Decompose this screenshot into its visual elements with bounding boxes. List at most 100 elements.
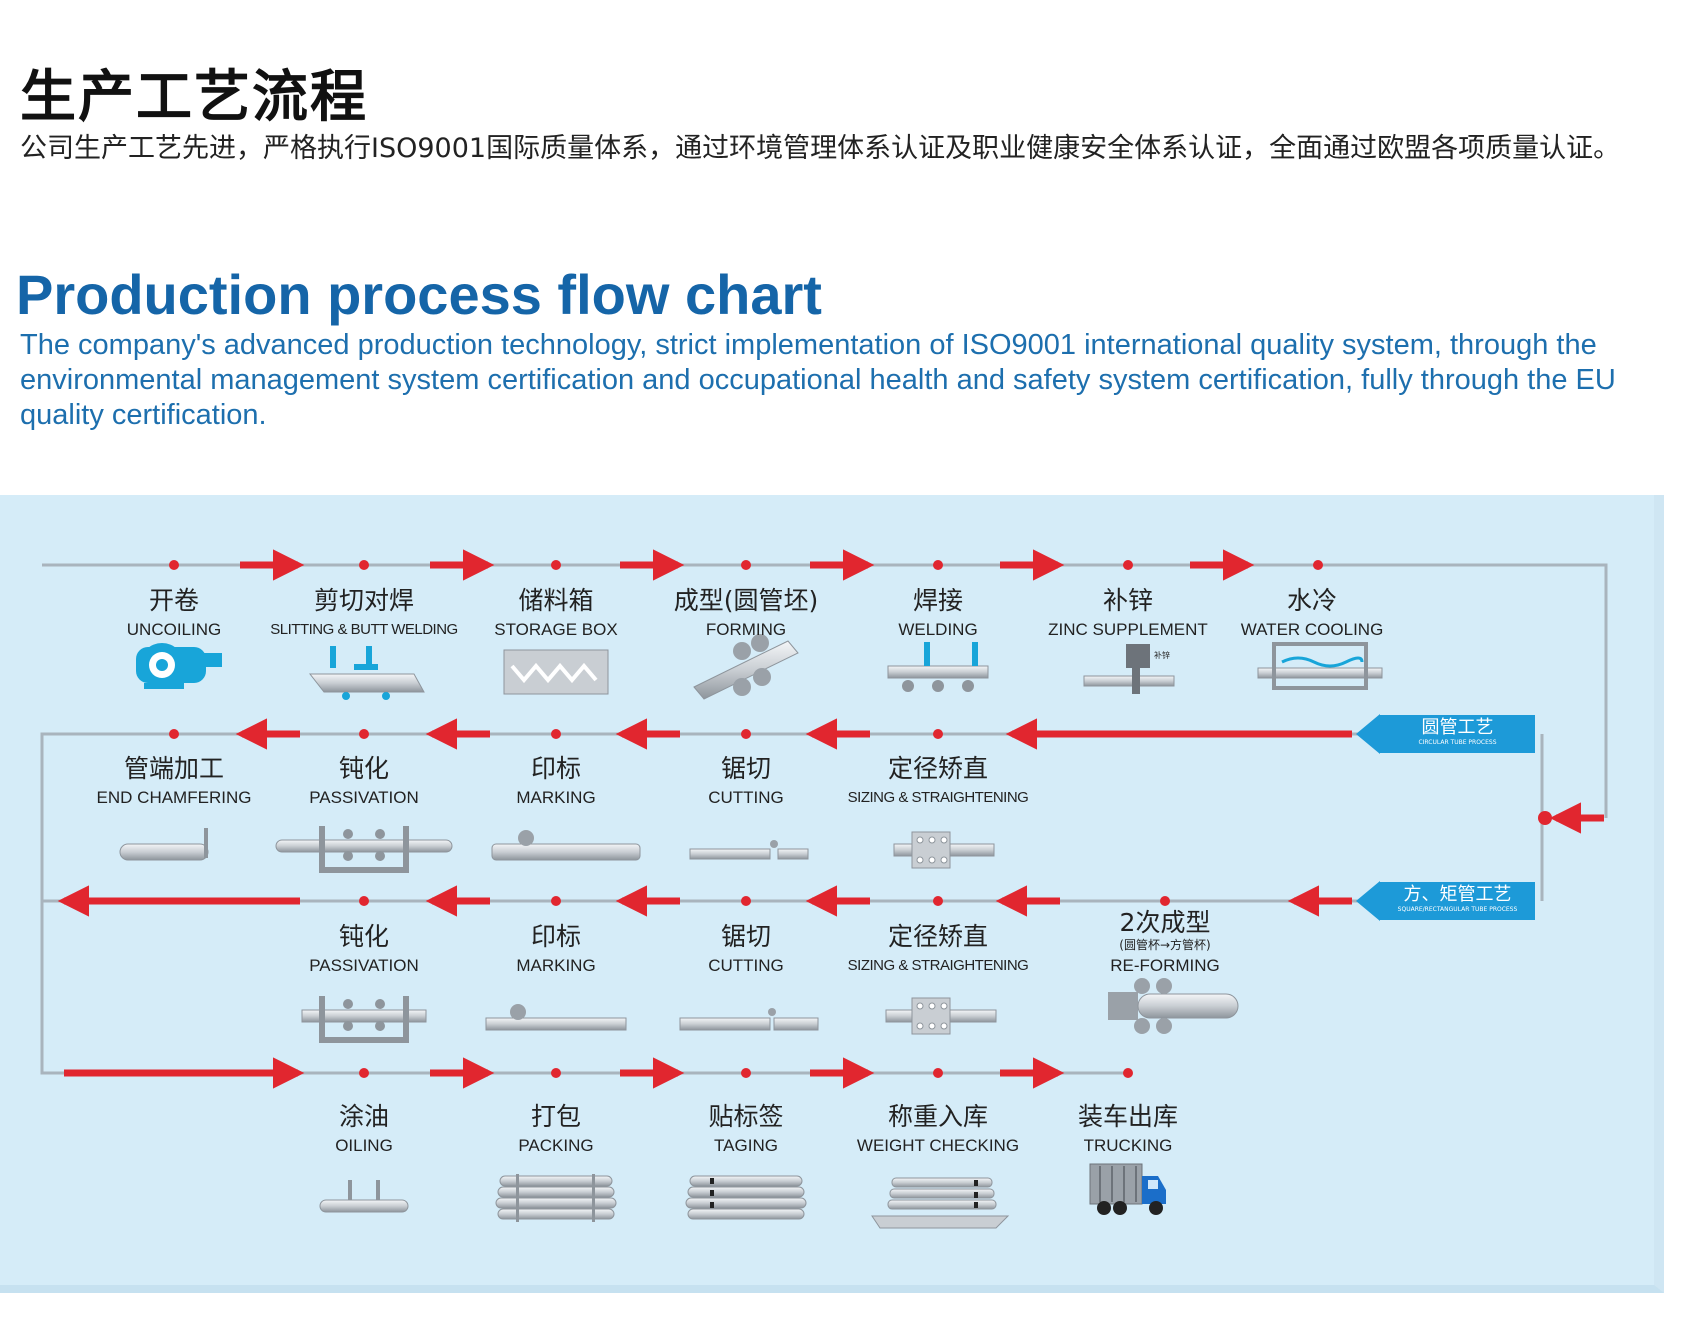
welding-icon bbox=[887, 642, 989, 692]
step-passivation: 钝化 PASSIVATION bbox=[264, 754, 464, 809]
step-label-en: CUTTING bbox=[708, 956, 784, 975]
square-tag-tip bbox=[1356, 881, 1380, 921]
cutting-icon bbox=[679, 1008, 819, 1031]
step-end-chamfering: 管端加工 END CHAMFERING bbox=[74, 754, 274, 809]
zinc-supplement-icon: 补锌 bbox=[1083, 644, 1175, 694]
water-cooling-icon bbox=[1257, 642, 1383, 690]
step-zinc-supplement: 补锌 ZINC SUPPLEMENT bbox=[1028, 586, 1228, 641]
step-label-en: ZINC SUPPLEMENT bbox=[1048, 620, 1208, 639]
step-label-en: SIZING & STRAIGHTENING bbox=[847, 957, 1029, 974]
step-cutting: 锯切 CUTTING bbox=[646, 922, 846, 977]
circular-tag-cn: 圆管工艺 bbox=[1421, 717, 1494, 738]
step-label-cn: 涂油 bbox=[338, 1102, 389, 1131]
step-label-cn: 焊接 bbox=[912, 586, 963, 615]
circular-tube-process-tag: 圆管工艺 CIRCULAR TUBE PROCESS bbox=[1380, 715, 1535, 753]
step-label-en: OILING bbox=[335, 1136, 393, 1155]
passivation-tank-icon bbox=[275, 826, 453, 873]
step-label-en: WATER COOLING bbox=[1240, 620, 1384, 639]
step-label-cn: 补锌 bbox=[1102, 586, 1153, 615]
step-label-cn: 称重入库 bbox=[887, 1102, 988, 1131]
sizing-straightening-icon bbox=[885, 997, 997, 1035]
step-trucking: 装车出库 TRUCKING bbox=[1028, 1102, 1228, 1157]
step-label-en: FORMING bbox=[705, 620, 787, 639]
marking-icon bbox=[485, 1004, 627, 1031]
step-label-cn: 定径矫直 bbox=[887, 754, 988, 783]
truck-icon bbox=[1089, 1163, 1166, 1215]
packing-bundle-icon bbox=[495, 1174, 617, 1222]
circular-tag-en: CIRCULAR TUBE PROCESS bbox=[1418, 739, 1497, 746]
step-marking: 印标 MARKING bbox=[456, 754, 656, 809]
re-forming-icon bbox=[1108, 978, 1239, 1034]
step-label-en: MARKING bbox=[516, 788, 596, 807]
step-label-cn: 贴标签 bbox=[708, 1102, 784, 1131]
step-label-en: CUTTING bbox=[708, 788, 784, 807]
cutting-icon bbox=[689, 840, 809, 860]
step-water-cooling: 水冷 WATER COOLING bbox=[1212, 586, 1412, 641]
step-label-en: WELDING bbox=[898, 620, 978, 639]
end-chamfering-icon bbox=[119, 828, 209, 861]
step-weight-checking: 称重入库 WEIGHT CHECKING bbox=[838, 1102, 1038, 1157]
step-label-cn: 水冷 bbox=[1286, 586, 1337, 615]
step-label-cn: 开卷 bbox=[148, 586, 199, 615]
step-label-en: PACKING bbox=[518, 1136, 594, 1155]
step-label-cn: 剪切对焊 bbox=[313, 586, 414, 615]
step-label-cn: 钝化 bbox=[338, 754, 389, 783]
step-label-cn: 成型(圆管坯) bbox=[673, 586, 819, 615]
step-label-en: SLITTING & BUTT WELDING bbox=[270, 621, 458, 638]
step-packing: 打包 PACKING bbox=[456, 1102, 656, 1157]
marking-icon bbox=[491, 830, 641, 861]
sizing-straightening-icon bbox=[893, 831, 995, 869]
step-slitting-butt-welding: 剪切对焊 SLITTING & BUTT WELDING bbox=[269, 586, 459, 641]
step-sizing-straightening: 定径矫直 SIZING & STRAIGHTENING bbox=[838, 754, 1038, 809]
step-taging: 贴标签 TAGING bbox=[646, 1102, 846, 1157]
page-title-cn: 生产工艺流程 bbox=[20, 65, 368, 130]
square-tag-en: SQUARE/RECTANGULAR TUBE PROCESS bbox=[1397, 906, 1518, 913]
step-cutting: 锯切 CUTTING bbox=[646, 754, 846, 809]
step-label-cn: 2次成型 bbox=[1119, 908, 1211, 937]
step-forming: 成型(圆管坯) FORMING bbox=[646, 586, 846, 641]
step-welding: 焊接 WELDING bbox=[838, 586, 1038, 641]
step-label-cn: 印标 bbox=[530, 922, 581, 951]
step-uncoiling: 开卷 UNCOILING bbox=[74, 586, 274, 641]
step-label-cn: 锯切 bbox=[720, 754, 771, 783]
oiling-icon bbox=[319, 1180, 409, 1213]
step-label-en: RE-FORMING bbox=[1110, 956, 1220, 975]
node-dots bbox=[169, 560, 1323, 1078]
square-tube-process-tag: 方、矩管工艺 SQUARE/RECTANGULAR TUBE PROCESS bbox=[1380, 882, 1535, 920]
square-tag-cn: 方、矩管工艺 bbox=[1403, 884, 1512, 905]
step-sizing-straightening: 定径矫直 SIZING & STRAIGHTENING bbox=[838, 922, 1038, 977]
step-label-en: TRUCKING bbox=[1083, 1136, 1173, 1155]
step-label-en: SIZING & STRAIGHTENING bbox=[847, 789, 1029, 806]
step-oiling: 涂油 OILING bbox=[264, 1102, 464, 1157]
step-label-cn: 钝化 bbox=[338, 922, 389, 951]
step-label-en: TAGING bbox=[714, 1136, 778, 1155]
butt-welding-icon bbox=[308, 646, 425, 700]
page-title-en: Production process flow chart bbox=[16, 263, 822, 326]
step-label-en: MARKING bbox=[516, 956, 596, 975]
step-label-en: PASSIVATION bbox=[309, 956, 419, 975]
step-label-cn: 储料箱 bbox=[518, 586, 594, 615]
step-passivation: 钝化 PASSIVATION bbox=[264, 922, 464, 977]
step-storage-box: 储料箱 STORAGE BOX bbox=[456, 586, 656, 641]
step-label-cn: 装车出库 bbox=[1077, 1102, 1178, 1131]
forming-rollers-icon bbox=[693, 634, 799, 700]
step-label-cn: 锯切 bbox=[720, 922, 771, 951]
step-label-cn: 定径矫直 bbox=[887, 922, 988, 951]
storage-box-icon bbox=[503, 649, 609, 695]
weighing-scale-icon bbox=[871, 1177, 1010, 1229]
step-label-en: UNCOILING bbox=[126, 620, 222, 639]
zinc-device-label: 补锌 bbox=[1154, 650, 1170, 660]
step-label-sub: (圆管杯→方管杯) bbox=[1119, 938, 1211, 952]
step-label-en: END CHAMFERING bbox=[96, 788, 252, 807]
circular-tag-tip bbox=[1356, 714, 1380, 754]
description-en: The company's advanced production techno… bbox=[20, 329, 1616, 431]
uncoiler-icon bbox=[136, 643, 222, 689]
step-label-cn: 印标 bbox=[530, 754, 581, 783]
step-label-en: PASSIVATION bbox=[309, 788, 419, 807]
step-label-en: STORAGE BOX bbox=[494, 620, 618, 639]
step-label-en: WEIGHT CHECKING bbox=[856, 1136, 1020, 1155]
step-label-cn: 打包 bbox=[530, 1102, 581, 1131]
junction-arrow bbox=[1538, 802, 1604, 834]
step-re-forming: 2次成型 (圆管杯→方管杯) RE-FORMING bbox=[1065, 908, 1265, 977]
